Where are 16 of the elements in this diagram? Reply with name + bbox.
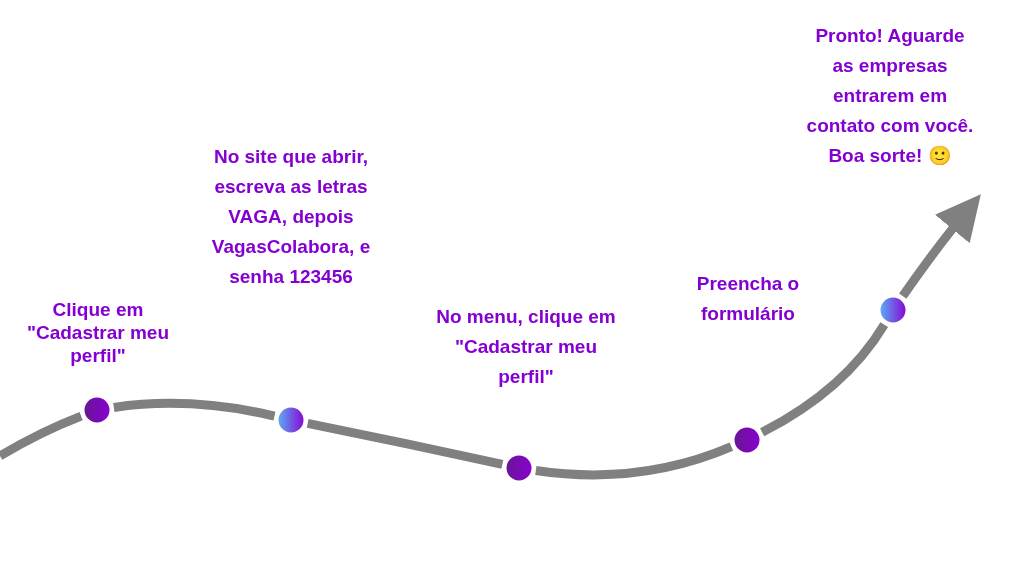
step-text: Pronto! Aguarde as empresas entrarem em contato com você. Boa sorte! 🙂 — [806, 24, 974, 168]
connector-line — [535, 442, 734, 480]
connector-line — [113, 398, 276, 421]
connector-line — [306, 418, 504, 469]
step-dot — [275, 404, 307, 436]
arrow — [899, 194, 981, 299]
step-dot — [731, 424, 763, 456]
step-text: Clique em "Cadastrar meu perfil" — [25, 298, 171, 367]
step-dot — [877, 294, 909, 326]
step-text: No site que abrir, escreva as letras VAGA, depois VagasColabora, e senha 123456 — [210, 145, 372, 289]
connector-line — [0, 411, 83, 460]
connector-line — [760, 322, 889, 437]
step-dot — [81, 394, 113, 426]
step-text: Preencha o formulário — [695, 272, 801, 326]
step-text: No menu, clique em "Cadastrar meu perfil" — [435, 305, 617, 389]
step-dot — [503, 452, 535, 484]
